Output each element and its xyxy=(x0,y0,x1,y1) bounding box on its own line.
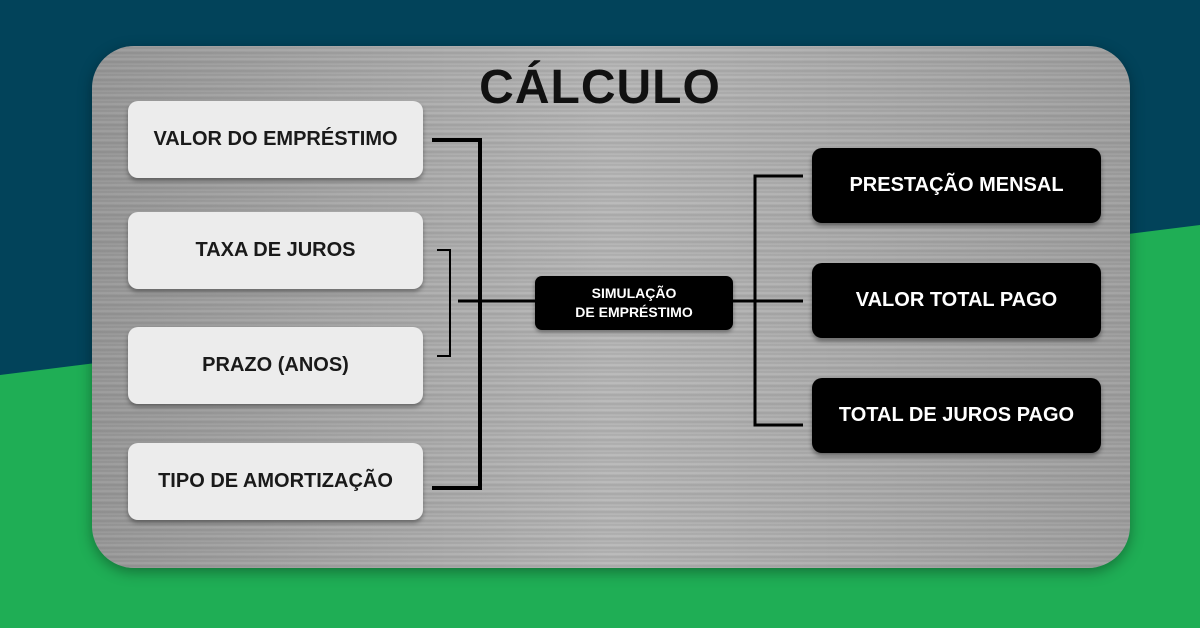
output-total-paid: VALOR TOTAL PAGO xyxy=(812,263,1101,338)
diagram-title: CÁLCULO xyxy=(479,61,721,114)
loan-simulation-node: SIMULAÇÃO DE EMPRÉSTIMO xyxy=(535,276,733,330)
inner-bracket xyxy=(437,249,451,357)
input-bracket xyxy=(432,138,482,490)
center-line-2: DE EMPRÉSTIMO xyxy=(575,304,693,320)
input-amortization-type: TIPO DE AMORTIZAÇÃO xyxy=(128,443,423,520)
output-total-interest: TOTAL DE JUROS PAGO xyxy=(812,378,1101,453)
output-monthly-payment: PRESTAÇÃO MENSAL xyxy=(812,148,1101,223)
input-term-years: PRAZO (ANOS) xyxy=(128,327,423,404)
output-bracket xyxy=(753,174,803,427)
input-loan-amount: VALOR DO EMPRÉSTIMO xyxy=(128,101,423,178)
center-line-1: SIMULAÇÃO xyxy=(591,285,677,301)
input-interest-rate: TAXA DE JUROS xyxy=(128,212,423,289)
